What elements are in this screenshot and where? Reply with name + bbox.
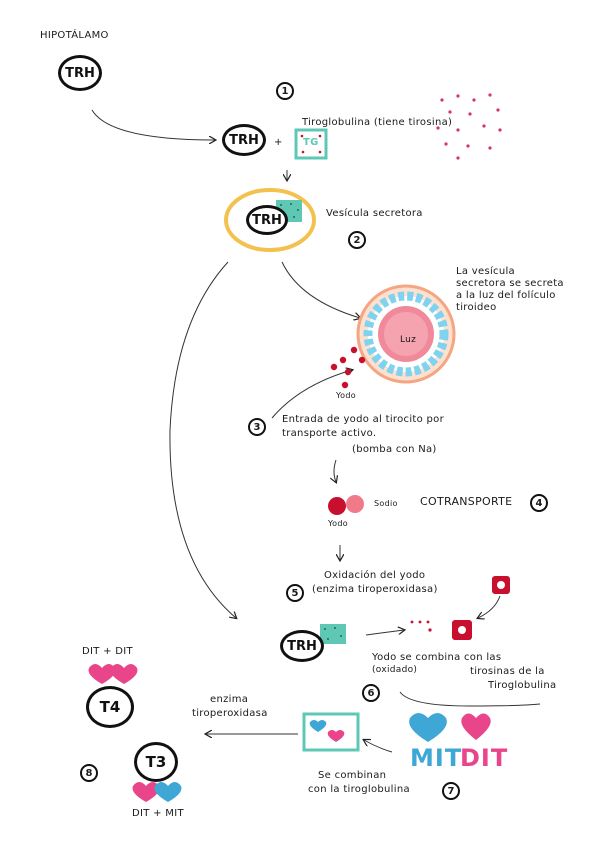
- combine-iodo-line1: Yodo se combina con las: [372, 652, 501, 664]
- bracket-step6: [400, 692, 540, 706]
- hypothalamus-label: HIPOTÁLAMO: [40, 30, 109, 42]
- arrow-vesicle-to-follicle: [282, 262, 360, 318]
- tg-box-label: TG: [303, 137, 319, 149]
- t3-badge: T3: [134, 742, 178, 782]
- step-4-badge: 4: [530, 494, 548, 512]
- mit-dit-hearts: [409, 713, 491, 742]
- combine-iodo-line3: Tiroglobulina: [488, 680, 556, 692]
- t3-formula: DIT + MIT: [132, 808, 184, 820]
- iodine-label-cotransport: Yodo: [328, 518, 348, 530]
- oxidation-line1: Oxidación del yodo: [324, 570, 425, 582]
- arrow-mitdit-to-box: [364, 740, 392, 752]
- tg-box-step6: [320, 624, 346, 644]
- entry-text-line2: transporte activo.: [282, 428, 376, 440]
- step-3-badge: 3: [248, 418, 266, 436]
- step-6-badge: 6: [362, 684, 380, 702]
- trh-badge-step1: TRH: [222, 124, 266, 156]
- arrow-oxidized-iodine: [478, 596, 500, 618]
- trh-badge-step6: TRH: [280, 630, 324, 662]
- oxidized-label: (oxidado): [372, 664, 417, 676]
- tiroglobulina-label: Tiroglobulina (tiene tirosina): [302, 117, 452, 129]
- plus-sign: +: [274, 137, 283, 149]
- dit-label: DIT: [460, 744, 508, 772]
- tg-with-hearts-box: [304, 714, 358, 750]
- trh-badge-hypothalamus: TRH: [58, 55, 102, 91]
- step-8-badge: 8: [80, 764, 98, 782]
- sodium-label: Sodio: [374, 498, 398, 510]
- arrow-hypothalamus-to-trh: [92, 110, 215, 140]
- step-2-badge: 2: [348, 231, 366, 249]
- t4-formula: DIT + DIT: [82, 646, 133, 658]
- enzyme-line1: enzima: [210, 694, 248, 706]
- cotransport-circles: [328, 495, 364, 515]
- iodine-dots: [331, 347, 365, 388]
- oxidized-iodine-square: [492, 576, 510, 594]
- step-5-badge: 5: [286, 584, 304, 602]
- combine-tg-line1: Se combinan: [318, 770, 386, 782]
- trh-badge-vesicle: TRH: [246, 205, 288, 235]
- combine-dots: [411, 621, 432, 632]
- combine-red-square: [452, 620, 472, 640]
- iodine-label: Yodo: [336, 390, 356, 402]
- cotransport-label: COTRANSPORTE: [420, 496, 512, 508]
- follicle-note: La vesícula secretora se secreta a la lu…: [456, 266, 566, 314]
- step-1-badge: 1: [276, 82, 294, 100]
- combine-iodo-line2: tirosinas de la: [470, 666, 545, 678]
- oxidation-line2: (enzima tiroperoxidasa): [312, 584, 438, 596]
- step-7-badge: 7: [442, 782, 460, 800]
- arrow-tg-to-combine: [366, 630, 404, 635]
- entry-text-line3: (bomba con Na): [352, 444, 437, 456]
- combine-tg-line2: con la tiroglobulina: [308, 784, 410, 796]
- t4-badge: T4: [86, 686, 134, 728]
- arrow-vesicle-to-tirocito: [170, 262, 236, 618]
- vesicle-label: Vesícula secretora: [326, 208, 423, 220]
- mit-label: MIT: [410, 744, 462, 772]
- t3-hearts: [133, 782, 182, 802]
- entry-text-line1: Entrada de yodo al tirocito por: [282, 414, 444, 426]
- lumen-label: Luz: [400, 334, 416, 346]
- enzyme-line2: tiroperoxidasa: [192, 708, 268, 720]
- t4-hearts: [89, 664, 138, 684]
- arrow-to-cotransport: [334, 460, 336, 482]
